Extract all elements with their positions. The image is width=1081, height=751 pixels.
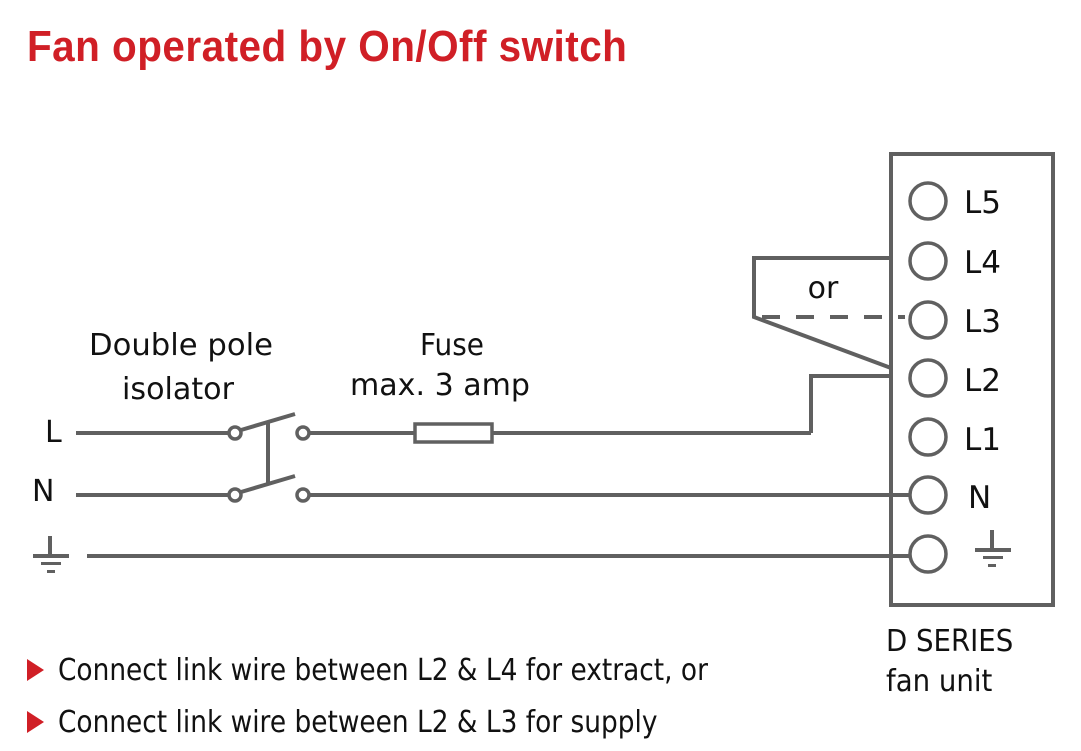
supply-live-label: L [45,415,62,450]
earth-ground-icon [33,536,69,573]
terminal-l3 [908,300,948,340]
link-or-label: or [808,271,839,306]
notes-list: Connect link wire between L2 & L4 for ex… [27,644,797,748]
isolator-live-contact-in [227,425,243,441]
terminal-label-l4: L4 [964,245,1001,281]
terminal-l2 [908,358,948,398]
note-text: Connect link wire between L2 & L3 for su… [58,704,658,740]
fan-unit-label-line1: D SERIES [886,624,1014,659]
terminal-label-n: N [968,480,991,516]
link-wire-l4 [752,256,892,370]
terminal-label-l2: L2 [964,363,1001,399]
isolator-neutral-contact-in [227,487,243,503]
terminal-label-l5: L5 [964,185,1001,221]
isolator-label-line1: Double pole [89,328,273,363]
live-wire-to-l2 [809,374,891,433]
note-item: Connect link wire between L2 & L3 for su… [27,696,797,748]
diagram-title: Fan operated by On/Off switch [27,22,628,71]
isolator-neutral-contact-out [295,487,311,503]
terminal-label-l1: L1 [964,422,1001,458]
isolator-live-contact-out [295,425,311,441]
earth-ground-icon [975,530,1011,567]
note-item: Connect link wire between L2 & L4 for ex… [27,644,797,696]
fan-unit-label-line2: fan unit [886,664,993,699]
fan-unit-box [889,152,1055,607]
supply-neutral-label: N [32,474,54,509]
bullet-triangle-icon [27,659,44,681]
terminal-label-l3: L3 [964,304,1001,340]
fuse-label-line2: max. 3 amp [350,368,530,403]
terminal-l1 [908,417,948,457]
bullet-triangle-icon [27,711,44,733]
terminal-earth [908,534,948,574]
note-text: Connect link wire between L2 & L4 for ex… [58,652,708,688]
isolator-neutral-blade [240,474,296,494]
fuse-symbol [413,422,494,444]
fan-unit-label: D SERIES fan unit [886,622,1024,702]
terminal-n [908,475,948,515]
terminal-l5 [908,181,948,221]
isolator-label-line2: isolator [122,372,235,407]
terminal-l4 [908,241,948,281]
fuse-label-line1: Fuse [420,328,484,363]
